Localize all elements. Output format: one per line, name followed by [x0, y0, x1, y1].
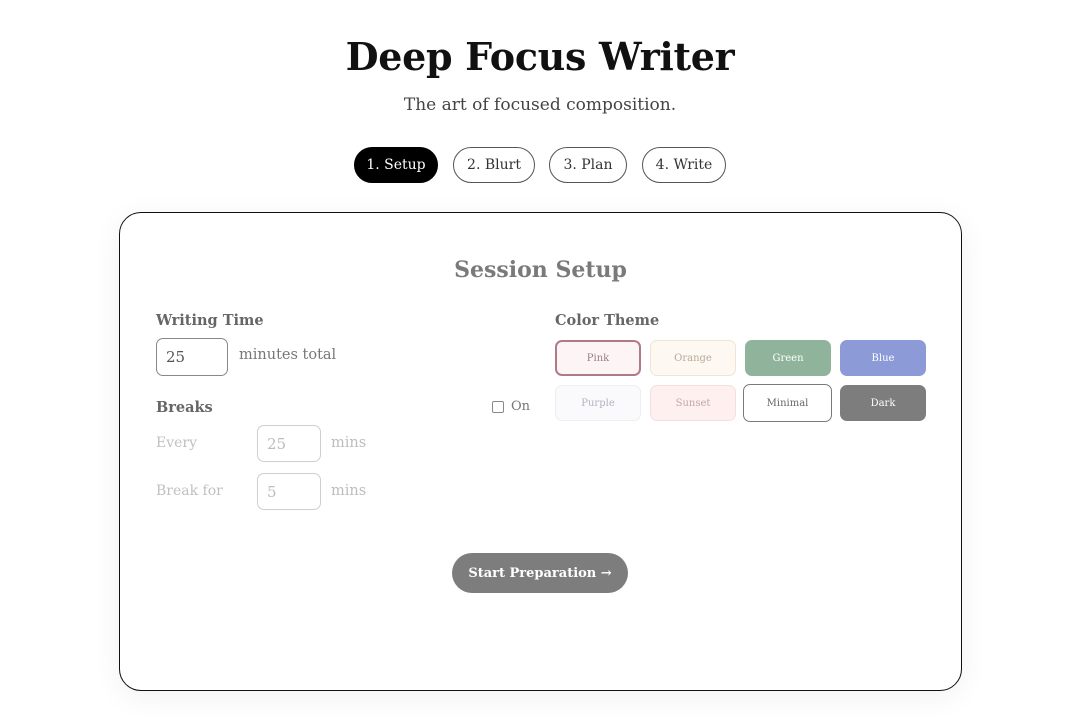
color-theme-label: Color Theme — [555, 312, 660, 329]
break-every-input[interactable] — [257, 425, 321, 462]
step-nav: 1. Setup 2. Blurt 3. Plan 4. Write — [0, 147, 1080, 185]
card-title: Session Setup — [454, 257, 627, 283]
break-duration-input[interactable] — [257, 473, 321, 510]
step-plan[interactable]: 3. Plan — [549, 147, 627, 183]
breaks-label: Breaks — [156, 399, 213, 416]
theme-option-green[interactable]: Green — [745, 340, 831, 376]
break-every-label: Every — [156, 435, 198, 451]
breaks-toggle-label: On — [511, 399, 531, 414]
theme-option-minimal[interactable]: Minimal — [743, 384, 832, 422]
theme-option-purple[interactable]: Purple — [555, 385, 641, 421]
theme-option-pink[interactable]: Pink — [555, 340, 641, 376]
writing-time-input[interactable] — [156, 338, 228, 376]
app-title: Deep Focus Writer — [345, 34, 735, 79]
step-setup[interactable]: 1. Setup — [354, 147, 438, 183]
app-subtitle: The art of focused composition. — [403, 95, 677, 115]
break-every-suffix: mins — [331, 435, 367, 451]
writing-time-suffix: minutes total — [239, 347, 337, 363]
break-duration-label: Break for — [156, 483, 223, 499]
writing-time-label: Writing Time — [156, 312, 264, 329]
start-preparation-button[interactable]: Start Preparation → — [452, 553, 628, 593]
break-duration-suffix: mins — [331, 483, 367, 499]
breaks-toggle[interactable]: On — [492, 399, 530, 414]
theme-option-blue[interactable]: Blue — [840, 340, 926, 376]
theme-option-dark[interactable]: Dark — [840, 385, 926, 421]
step-blurt[interactable]: 2. Blurt — [453, 147, 535, 183]
theme-option-sunset[interactable]: Sunset — [650, 385, 736, 421]
session-setup-card: Session Setup Writing Time minutes total… — [119, 212, 962, 691]
step-write[interactable]: 4. Write — [642, 147, 726, 183]
breaks-checkbox[interactable] — [492, 400, 504, 413]
theme-option-orange[interactable]: Orange — [650, 340, 736, 376]
